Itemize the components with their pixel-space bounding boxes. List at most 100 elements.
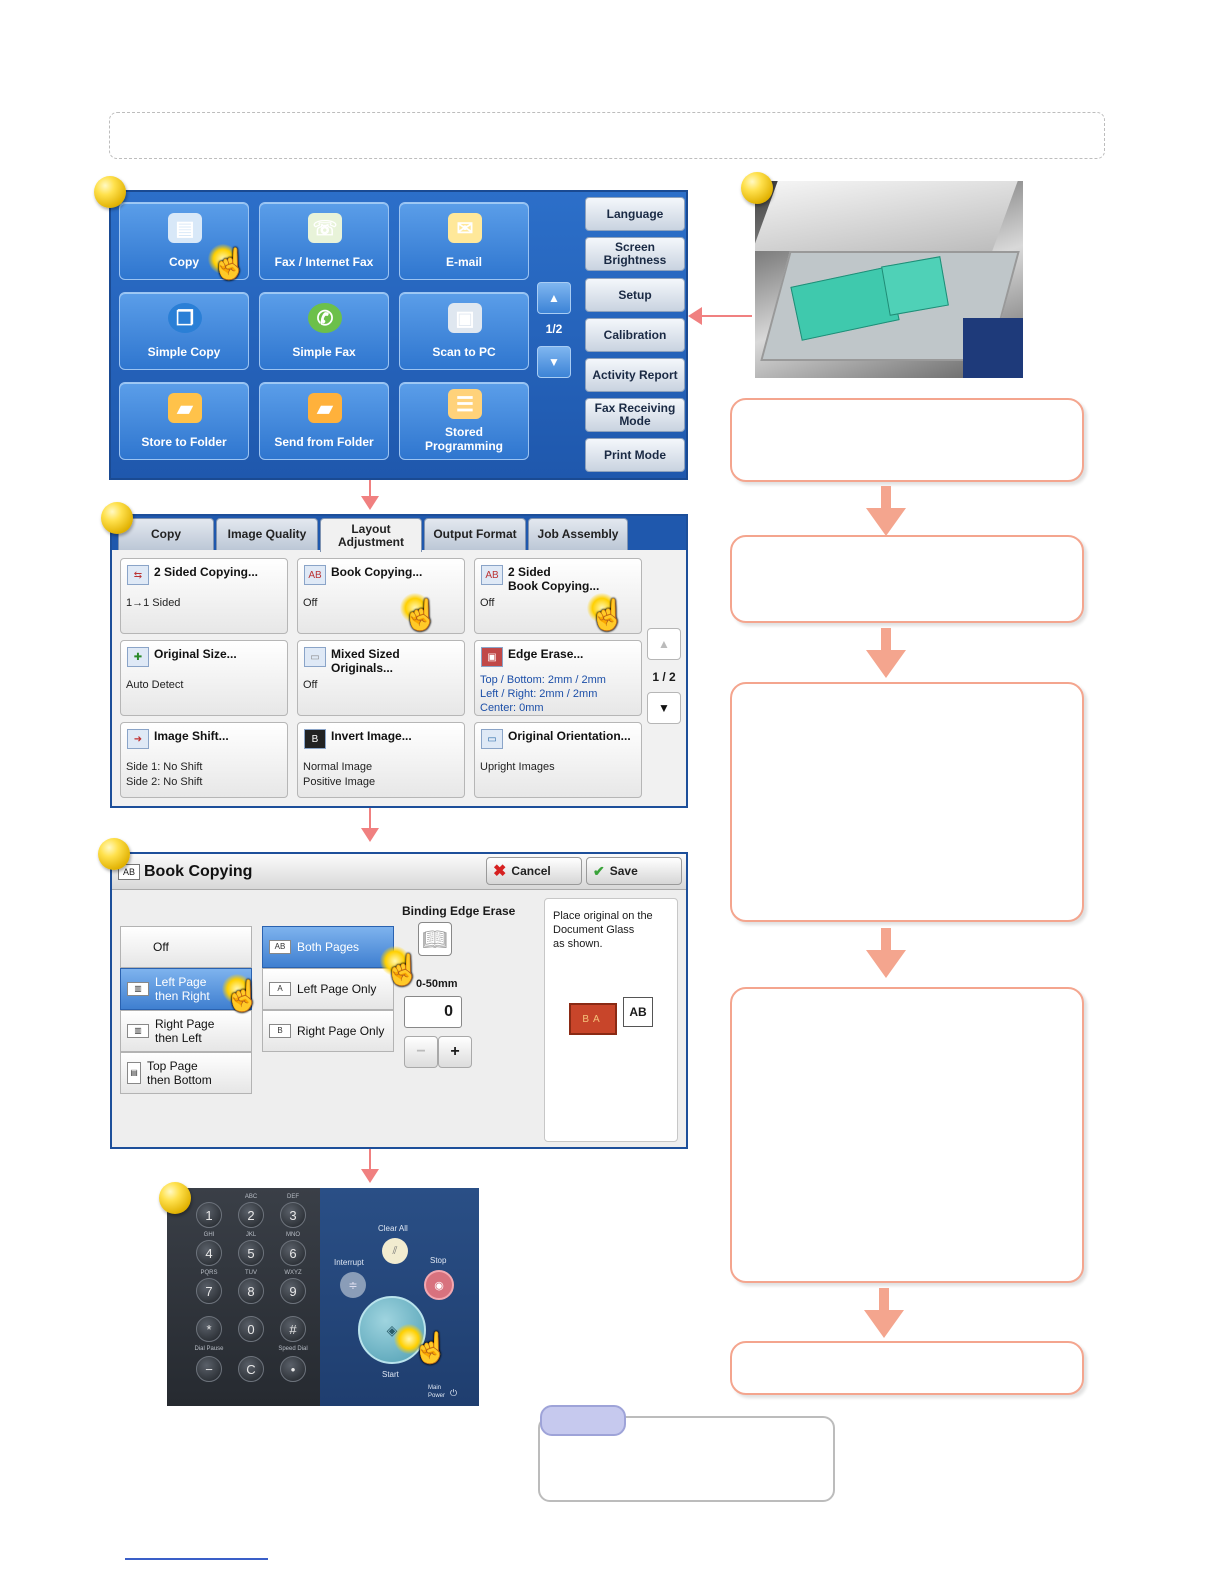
button-title: Edge Erase... <box>508 647 584 661</box>
activity-report-button[interactable]: Activity Report <box>585 358 685 392</box>
mode-off-option[interactable]: Off <box>120 926 252 968</box>
book-icon: A <box>269 982 291 996</box>
key-hash[interactable]: # <box>280 1316 306 1342</box>
tile-label: Copy <box>169 255 199 269</box>
mode-right-then-left-option[interactable]: ▥ Right Page then Left <box>120 1010 252 1052</box>
flow-box-4 <box>730 987 1084 1283</box>
right-page-only-option[interactable]: B Right Page Only <box>262 1010 394 1052</box>
two-sided-icon: ⇆ <box>127 565 149 585</box>
arrow-line <box>369 480 371 500</box>
step-marker-photo <box>741 172 773 204</box>
option-label: Top Page then Bottom <box>147 1059 212 1087</box>
speed-dial-key[interactable]: • <box>280 1356 306 1382</box>
scan-to-pc-tile[interactable]: ▣ Scan to PC <box>399 292 529 370</box>
header-banner <box>109 112 1105 159</box>
simple-fax-tile[interactable]: ✆ Simple Fax <box>259 292 389 370</box>
two-sided-book-copying-button[interactable]: AB 2 Sided Book Copying... Off ☝ <box>474 558 642 634</box>
clear-key[interactable]: C <box>238 1356 264 1382</box>
range-label: 0-50mm <box>416 978 458 990</box>
button-value: Off <box>303 679 318 691</box>
language-button[interactable]: Language <box>585 197 685 231</box>
store-to-folder-tile[interactable]: ▰ Store to Folder <box>119 382 249 460</box>
mixed-sized-originals-button[interactable]: ▭ Mixed Sized Originals... Off <box>297 640 465 716</box>
mode-top-then-bottom-option[interactable]: ▤ Top Page then Bottom <box>120 1052 252 1094</box>
edge-erase-button[interactable]: ▣ Edge Erase... Top / Bottom: 2mm / 2mm … <box>474 640 642 716</box>
button-title: Original Orientation... <box>508 729 631 743</box>
folder-icon: ▰ <box>168 393 202 423</box>
key-2[interactable]: 2 <box>238 1202 264 1228</box>
key-9[interactable]: 9 <box>280 1278 306 1304</box>
key-4[interactable]: 4 <box>196 1240 222 1266</box>
tab-copy[interactable]: Copy <box>118 518 214 550</box>
button-value: Normal Image Positive Image <box>303 761 376 788</box>
decrease-button[interactable]: − <box>404 1036 438 1068</box>
key-1[interactable]: 1 <box>196 1202 222 1228</box>
book-copying-button[interactable]: AB Book Copying... Off ☝ <box>297 558 465 634</box>
original-orientation-button[interactable]: ▭ Original Orientation... Upright Images <box>474 722 642 798</box>
page-up-button[interactable]: ▲ <box>537 282 571 314</box>
control-buttons-area: Clear All ⫽ Interrupt ≑ Stop ◉ ◈ ☝ Start… <box>320 1188 479 1406</box>
email-tile[interactable]: ✉ E-mail <box>399 202 529 280</box>
key-6[interactable]: 6 <box>280 1240 306 1266</box>
screen-brightness-button[interactable]: Screen Brightness <box>585 237 685 271</box>
step-marker-4 <box>159 1182 191 1214</box>
key-8[interactable]: 8 <box>238 1278 264 1304</box>
two-sided-copying-button[interactable]: ⇆ 2 Sided Copying... 1→1 Sided <box>120 558 288 634</box>
stored-programming-tile[interactable]: ☰ Stored Programming <box>399 382 529 460</box>
copy-tile[interactable]: ▤ Copy <box>119 202 249 280</box>
book-icon: B <box>269 1024 291 1038</box>
setup-button[interactable]: Setup <box>585 278 685 312</box>
key-3[interactable]: 3 <box>280 1202 306 1228</box>
option-label: Left Page then Right <box>155 975 210 1003</box>
simple-fax-icon: ✆ <box>308 303 342 333</box>
scroll-up-button[interactable]: ▲ <box>647 628 681 660</box>
print-mode-button[interactable]: Print Mode <box>585 438 685 472</box>
page-indicator: 1 / 2 <box>652 670 676 684</box>
scroll-down-button[interactable]: ▼ <box>647 692 681 724</box>
footer-link-underline <box>125 1558 268 1560</box>
key-0[interactable]: 0 <box>238 1316 264 1342</box>
step-marker-2 <box>101 502 133 534</box>
button-value: Off <box>303 597 318 609</box>
tap-highlight <box>587 593 617 623</box>
binding-erase-value-input[interactable]: 0 <box>404 996 462 1028</box>
fax-tile[interactable]: ☏ Fax / Internet Fax <box>259 202 389 280</box>
left-page-only-option[interactable]: A Left Page Only <box>262 968 394 1010</box>
clear-all-button[interactable]: ⫽ <box>382 1238 408 1264</box>
arrow-down-icon <box>361 828 379 842</box>
image-shift-icon: ➜ <box>127 729 149 749</box>
both-pages-option[interactable]: AB Both Pages <box>262 926 394 968</box>
simple-copy-icon: ❐ <box>168 303 202 333</box>
image-shift-button[interactable]: ➜ Image Shift... Side 1: No Shift Side 2… <box>120 722 288 798</box>
tab-job-assembly[interactable]: Job Assembly <box>528 518 628 550</box>
stop-button[interactable]: ◉ <box>424 1270 454 1300</box>
calibration-button[interactable]: Calibration <box>585 318 685 352</box>
save-button[interactable]: ✔ Save <box>586 857 682 885</box>
tab-output-format[interactable]: Output Format <box>424 518 526 550</box>
key-5[interactable]: 5 <box>238 1240 264 1266</box>
page-down-button[interactable]: ▼ <box>537 346 571 378</box>
dial-pause-key[interactable]: − <box>196 1356 222 1382</box>
invert-image-icon: B <box>304 729 326 749</box>
send-folder-icon: ▰ <box>308 393 342 423</box>
simple-copy-tile[interactable]: ❐ Simple Copy <box>119 292 249 370</box>
cancel-button[interactable]: ✖ Cancel <box>486 857 582 885</box>
key-star[interactable]: * <box>196 1316 222 1342</box>
original-size-button[interactable]: ✚ Original Size... Auto Detect <box>120 640 288 716</box>
tab-image-quality[interactable]: Image Quality <box>216 518 318 550</box>
tile-label: Scan to PC <box>432 345 496 359</box>
fax-receiving-mode-button[interactable]: Fax Receiving Mode <box>585 398 685 432</box>
key-7[interactable]: 7 <box>196 1278 222 1304</box>
tap-highlight <box>222 974 252 1004</box>
home-screen: ▤ Copy ☏ Fax / Internet Fax ✉ E-mail ❐ S… <box>109 190 688 480</box>
arrow-down-icon <box>864 1288 904 1340</box>
invert-image-button[interactable]: B Invert Image... Normal Image Positive … <box>297 722 465 798</box>
send-from-folder-tile[interactable]: ▰ Send from Folder <box>259 382 389 460</box>
arrow-line <box>369 1149 371 1173</box>
tab-layout-adjustment[interactable]: Layout Adjustment <box>320 518 422 552</box>
start-label: Start <box>382 1370 399 1379</box>
orientation-icon: ▭ <box>481 729 503 749</box>
increase-button[interactable]: + <box>438 1036 472 1068</box>
interrupt-button[interactable]: ≑ <box>340 1272 366 1298</box>
instruction-panel: Place original on the Document Glass as … <box>544 898 678 1142</box>
